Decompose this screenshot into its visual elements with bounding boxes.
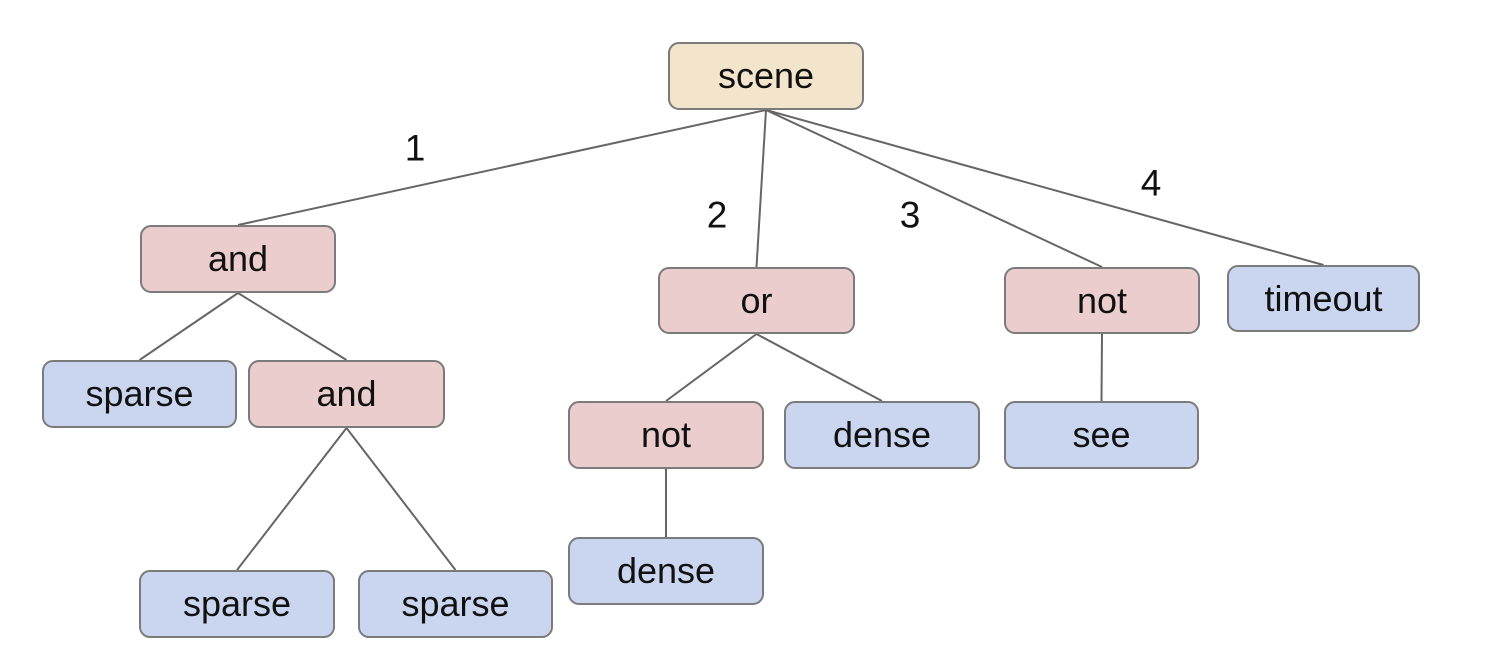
tree-node-label: not xyxy=(1076,279,1128,321)
edge-line xyxy=(237,292,348,361)
tree-node-label: sparse xyxy=(401,583,510,624)
edge-line xyxy=(755,109,767,268)
edge-line xyxy=(237,109,767,226)
tree-node-label: see xyxy=(1072,414,1131,455)
tree-node-label: and xyxy=(207,238,269,279)
edge-line xyxy=(765,109,1103,268)
edge-order-label: 3 xyxy=(899,194,921,236)
tree-node-or1: or xyxy=(658,267,855,334)
tree-node-label: scene xyxy=(717,55,815,96)
tree-node-and1: and xyxy=(140,225,336,293)
tree-node-label: sparse xyxy=(85,373,194,414)
edge-line xyxy=(756,333,883,402)
tree-node-label: dense xyxy=(832,414,932,455)
edge-line xyxy=(665,333,758,402)
edge-line xyxy=(345,427,457,571)
edge-line xyxy=(765,109,1324,266)
tree-node-scene: scene xyxy=(668,42,864,110)
tree-node-label: and xyxy=(316,373,377,414)
edge-order-label: 1 xyxy=(404,127,426,169)
edge-line xyxy=(236,427,348,571)
tree-node-not1: not xyxy=(1004,267,1200,334)
tree-node-see1: see xyxy=(1004,401,1199,469)
tree-node-sparse3: sparse xyxy=(358,570,553,638)
tree-node-sparse1: sparse xyxy=(42,360,237,428)
edge-line xyxy=(1100,333,1103,402)
tree-node-timeout1: timeout xyxy=(1227,265,1420,332)
tree-node-dense2: dense xyxy=(568,537,764,605)
tree-node-sparse2: sparse xyxy=(139,570,335,638)
tree-node-label: not xyxy=(640,414,692,455)
tree-node-label: or xyxy=(740,279,773,321)
tree-node-and2: and xyxy=(248,360,445,428)
tree-node-not2: not xyxy=(568,401,764,469)
edge-line xyxy=(138,292,239,361)
edge-order-label: 2 xyxy=(706,194,728,236)
tree-node-label: dense xyxy=(616,550,716,591)
edge-order-label: 4 xyxy=(1140,162,1162,204)
tree-node-label: sparse xyxy=(182,583,292,624)
tree-node-label: timeout xyxy=(1264,277,1383,319)
tree-node-dense1: dense xyxy=(784,401,980,469)
